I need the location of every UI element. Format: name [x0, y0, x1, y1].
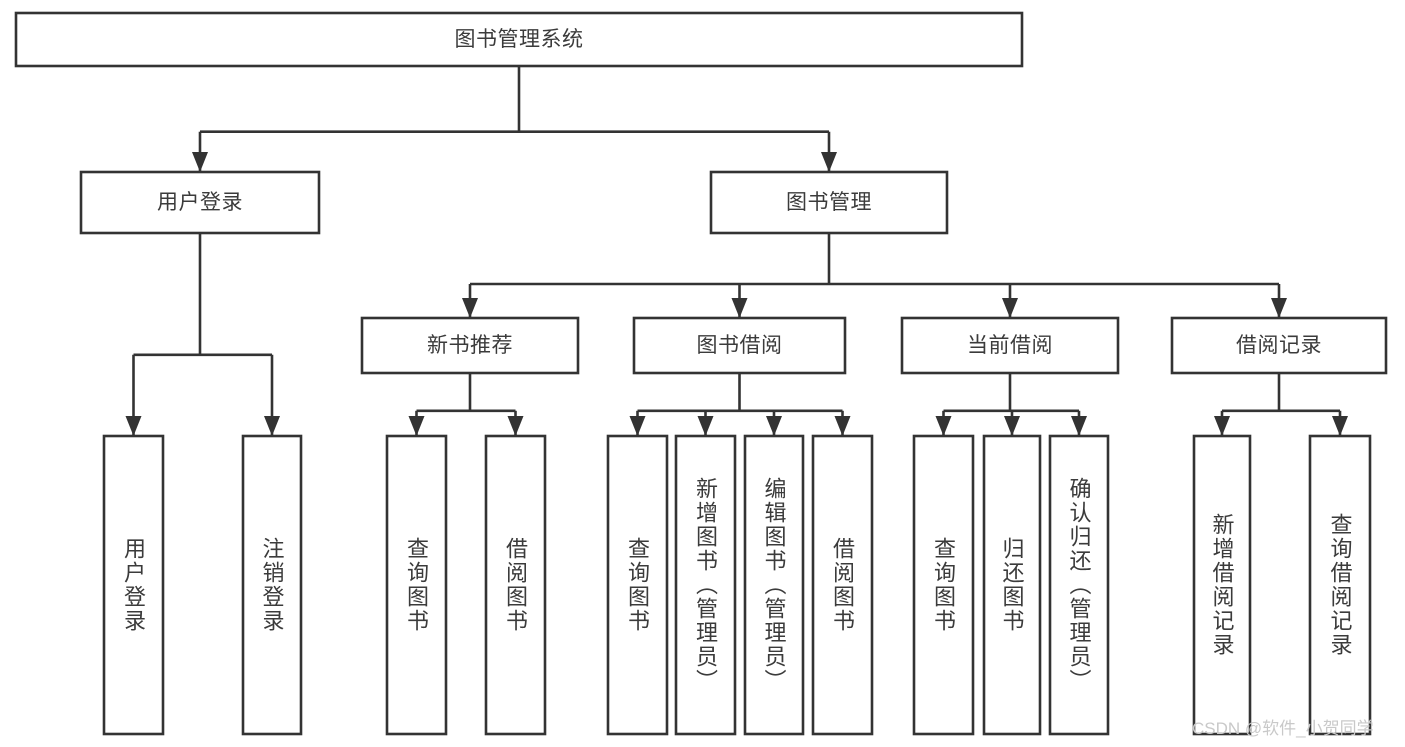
node-box-leaf-borrow-book-recommend[interactable]	[484, 434, 547, 736]
node-box-leaf-logout[interactable]	[241, 434, 303, 736]
node-box-leaf-query-book-recommend[interactable]	[385, 434, 448, 736]
arrow-head	[408, 416, 425, 436]
node-box-leaf-query-borrow-record[interactable]	[1308, 434, 1372, 736]
node-box-leaf-borrow-book[interactable]	[811, 434, 874, 736]
node-box-book-borrow[interactable]	[632, 316, 847, 375]
watermark: CSDN @软件_小贺同学	[1192, 719, 1374, 738]
arrow-head	[697, 416, 714, 436]
node-box-root[interactable]	[14, 11, 1024, 68]
arrow-head	[462, 298, 478, 318]
node-box-leaf-user-login[interactable]	[102, 434, 165, 736]
arrow-head	[1214, 416, 1230, 436]
arrow-head	[125, 416, 142, 436]
arrow-head	[766, 416, 782, 436]
arrow-head	[834, 416, 851, 436]
arrow-head	[821, 152, 837, 172]
node-box-user-login[interactable]	[79, 170, 321, 235]
arrow-head	[264, 416, 280, 436]
arrow-head	[731, 298, 748, 318]
node-box-leaf-query-book-borrow[interactable]	[606, 434, 669, 736]
node-box-borrow-record[interactable]	[1170, 316, 1388, 375]
node-box-current-borrow[interactable]	[900, 316, 1120, 375]
arrow-head	[1002, 298, 1018, 318]
arrow-head	[1004, 416, 1020, 436]
node-box-new-book-recommend[interactable]	[360, 316, 580, 375]
node-box-leaf-confirm-return[interactable]	[1048, 434, 1110, 736]
node-box-leaf-add-borrow-record[interactable]	[1192, 434, 1252, 736]
arrow-head	[935, 416, 952, 436]
box-layer	[14, 11, 1388, 736]
edge-layer	[125, 66, 1348, 436]
arrow-head	[1332, 416, 1348, 436]
node-box-leaf-return-book[interactable]	[982, 434, 1042, 736]
arrow-head	[1271, 298, 1287, 318]
arrow-head	[192, 152, 208, 172]
arrow-head	[1071, 416, 1087, 436]
node-box-leaf-query-book-current[interactable]	[912, 434, 975, 736]
node-box-leaf-edit-book[interactable]	[743, 434, 805, 736]
node-box-book-manage[interactable]	[709, 170, 949, 235]
arrow-head	[629, 416, 646, 436]
node-box-leaf-add-book[interactable]	[674, 434, 737, 736]
arrow-head	[507, 416, 524, 436]
